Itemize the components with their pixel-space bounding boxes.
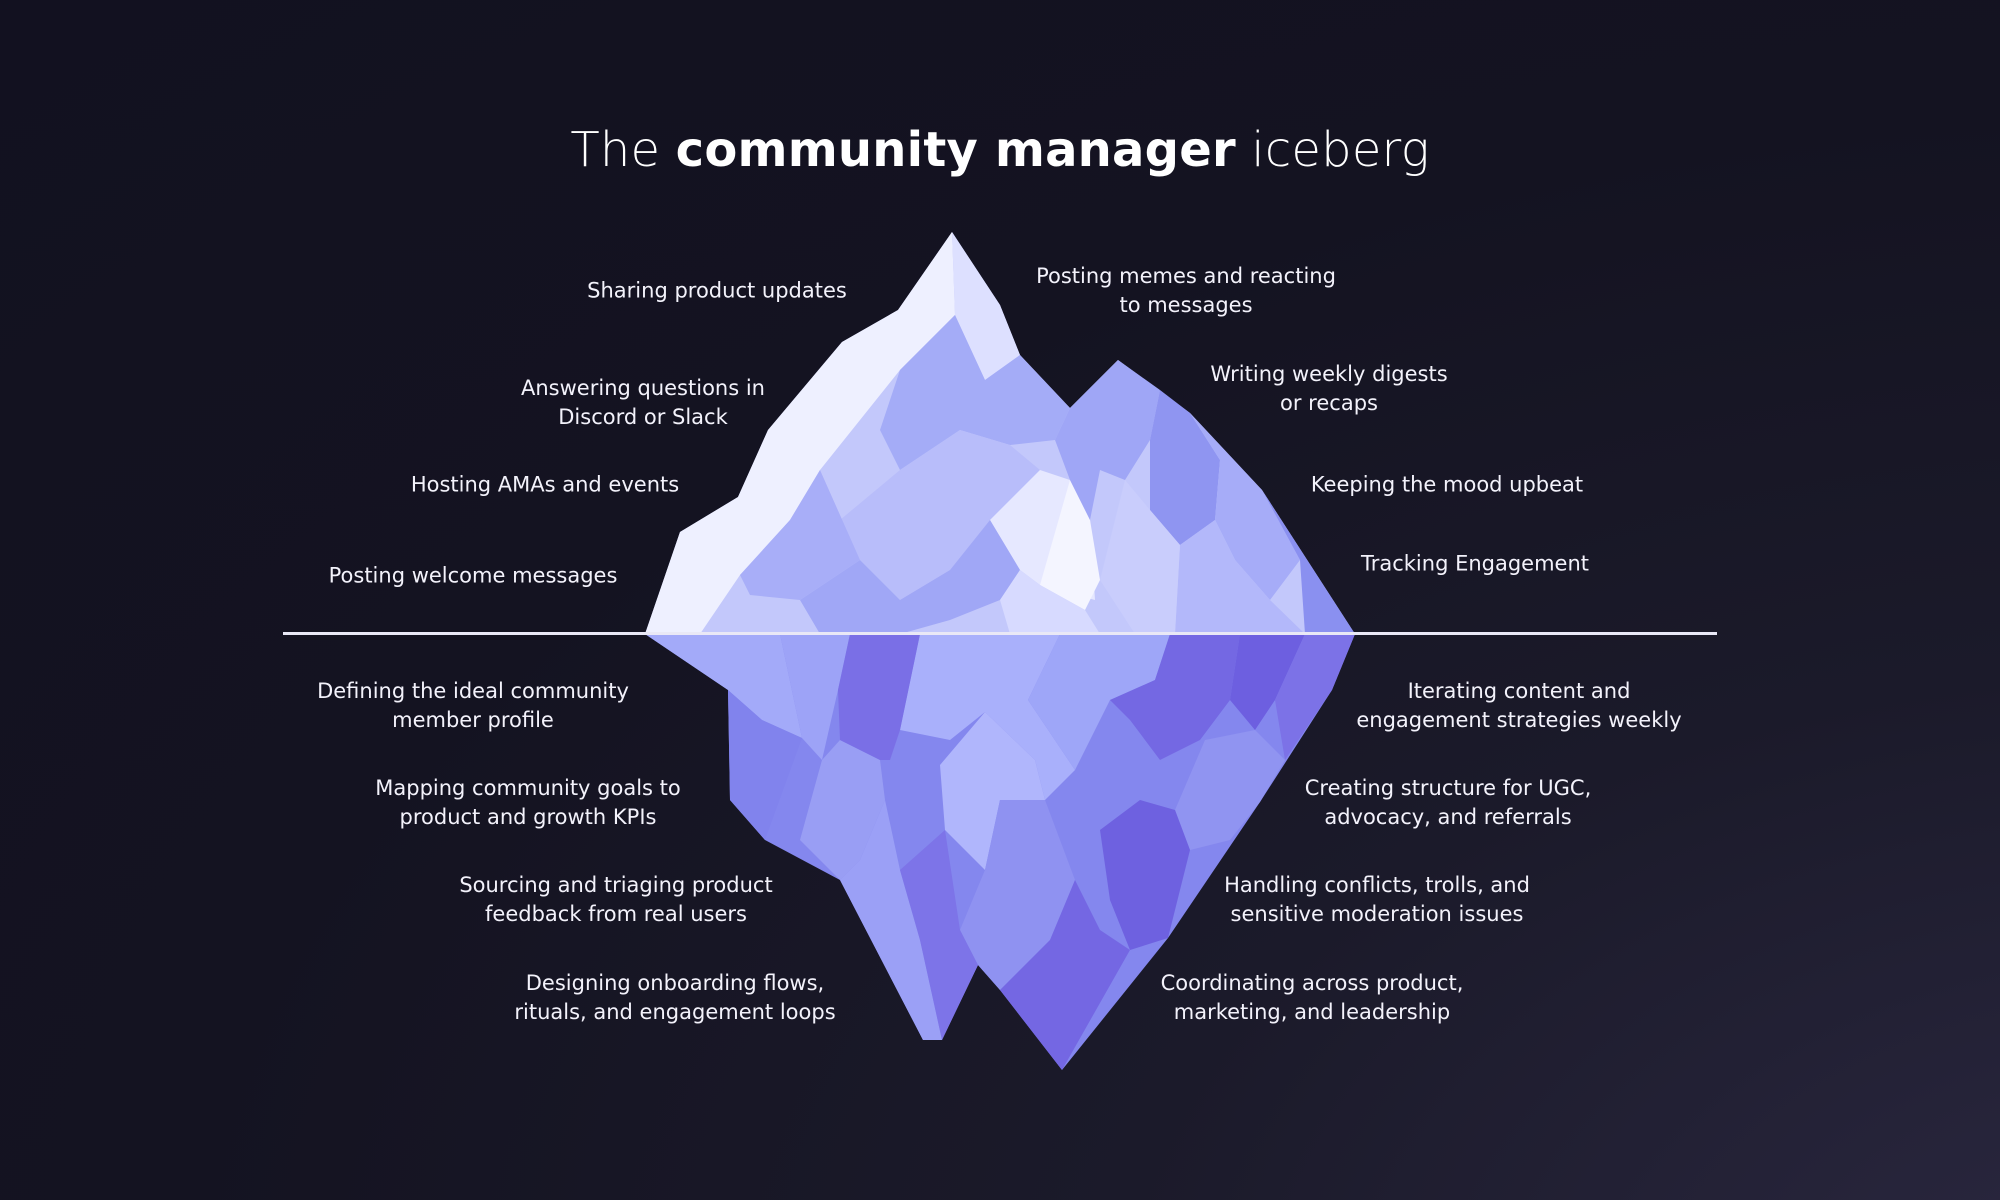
underwater-facet xyxy=(728,690,802,840)
underwater-facet xyxy=(800,740,885,880)
underwater-facet xyxy=(900,830,978,1040)
underwater-facet xyxy=(645,634,802,738)
underwater-facet xyxy=(1000,880,1130,1070)
label-below-right: Handling conflicts, trolls, and sensitiv… xyxy=(1224,873,1530,926)
label-below-left: Defining the ideal community member prof… xyxy=(317,679,629,732)
title-emphasis: community manager xyxy=(675,122,1236,178)
above-water-facet xyxy=(840,430,1040,600)
above-water-facet xyxy=(1262,490,1355,634)
label-below-right: Coordinating across product, marketing, … xyxy=(1160,971,1464,1024)
label-above-right: Writing weekly digests or recaps xyxy=(1210,362,1448,415)
underwater-facet xyxy=(1110,634,1240,760)
waterline xyxy=(283,632,1717,635)
label-above-left: Answering questions in Discord or Slack xyxy=(521,376,765,429)
label-above-right: Keeping the mood upbeat xyxy=(1310,472,1584,497)
underwater-facet xyxy=(1275,634,1355,760)
underwater-facet xyxy=(1230,634,1305,730)
above-water-facet xyxy=(880,315,1070,470)
label-below-left: Sourcing and triaging product feedback f… xyxy=(459,873,773,926)
above-water-facet xyxy=(1100,480,1180,634)
underwater-facet xyxy=(1100,800,1190,950)
underwater-facet xyxy=(1028,634,1170,770)
underwater-facet xyxy=(900,634,1075,800)
label-above-left: Hosting AMAs and events xyxy=(410,472,680,497)
iceberg-underwater xyxy=(645,634,1355,1070)
above-water-facet xyxy=(740,470,860,600)
label-below-left: Designing onboarding flows, rituals, and… xyxy=(514,971,836,1024)
label-below-left: Mapping community goals to product and g… xyxy=(375,776,681,829)
label-above-left: Sharing product updates xyxy=(587,278,847,303)
above-water-facet xyxy=(800,520,1020,634)
label-above-right: Posting memes and reacting to messages xyxy=(1036,264,1336,317)
above-water-facet xyxy=(1190,413,1300,600)
label-below-right: Iterating content and engagement strateg… xyxy=(1356,679,1682,732)
underwater-facet xyxy=(838,634,920,760)
title-prefix: The xyxy=(570,122,676,178)
above-water-facet xyxy=(1150,390,1220,545)
page-title: The community manager iceberg xyxy=(0,122,2000,180)
underwater-facet xyxy=(840,800,942,1040)
underwater-facet xyxy=(780,634,850,760)
underwater-facet xyxy=(940,712,1045,870)
above-water-facet xyxy=(1040,480,1100,610)
underwater-facet xyxy=(960,800,1075,990)
above-water-facet xyxy=(1055,360,1160,520)
label-above-right: Tracking Engagement xyxy=(1360,551,1590,576)
above-water-facet xyxy=(1000,570,1100,634)
iceberg-above-water xyxy=(645,232,1355,634)
above-water-facet xyxy=(645,232,955,634)
underwater-facet xyxy=(1175,730,1285,850)
label-below-right: Creating structure for UGC, advocacy, an… xyxy=(1304,776,1592,829)
above-water-facet xyxy=(952,232,1020,380)
above-water-facet xyxy=(1175,520,1305,634)
title-suffix: iceberg xyxy=(1235,122,1430,178)
label-above-left: Posting welcome messages xyxy=(328,563,618,588)
